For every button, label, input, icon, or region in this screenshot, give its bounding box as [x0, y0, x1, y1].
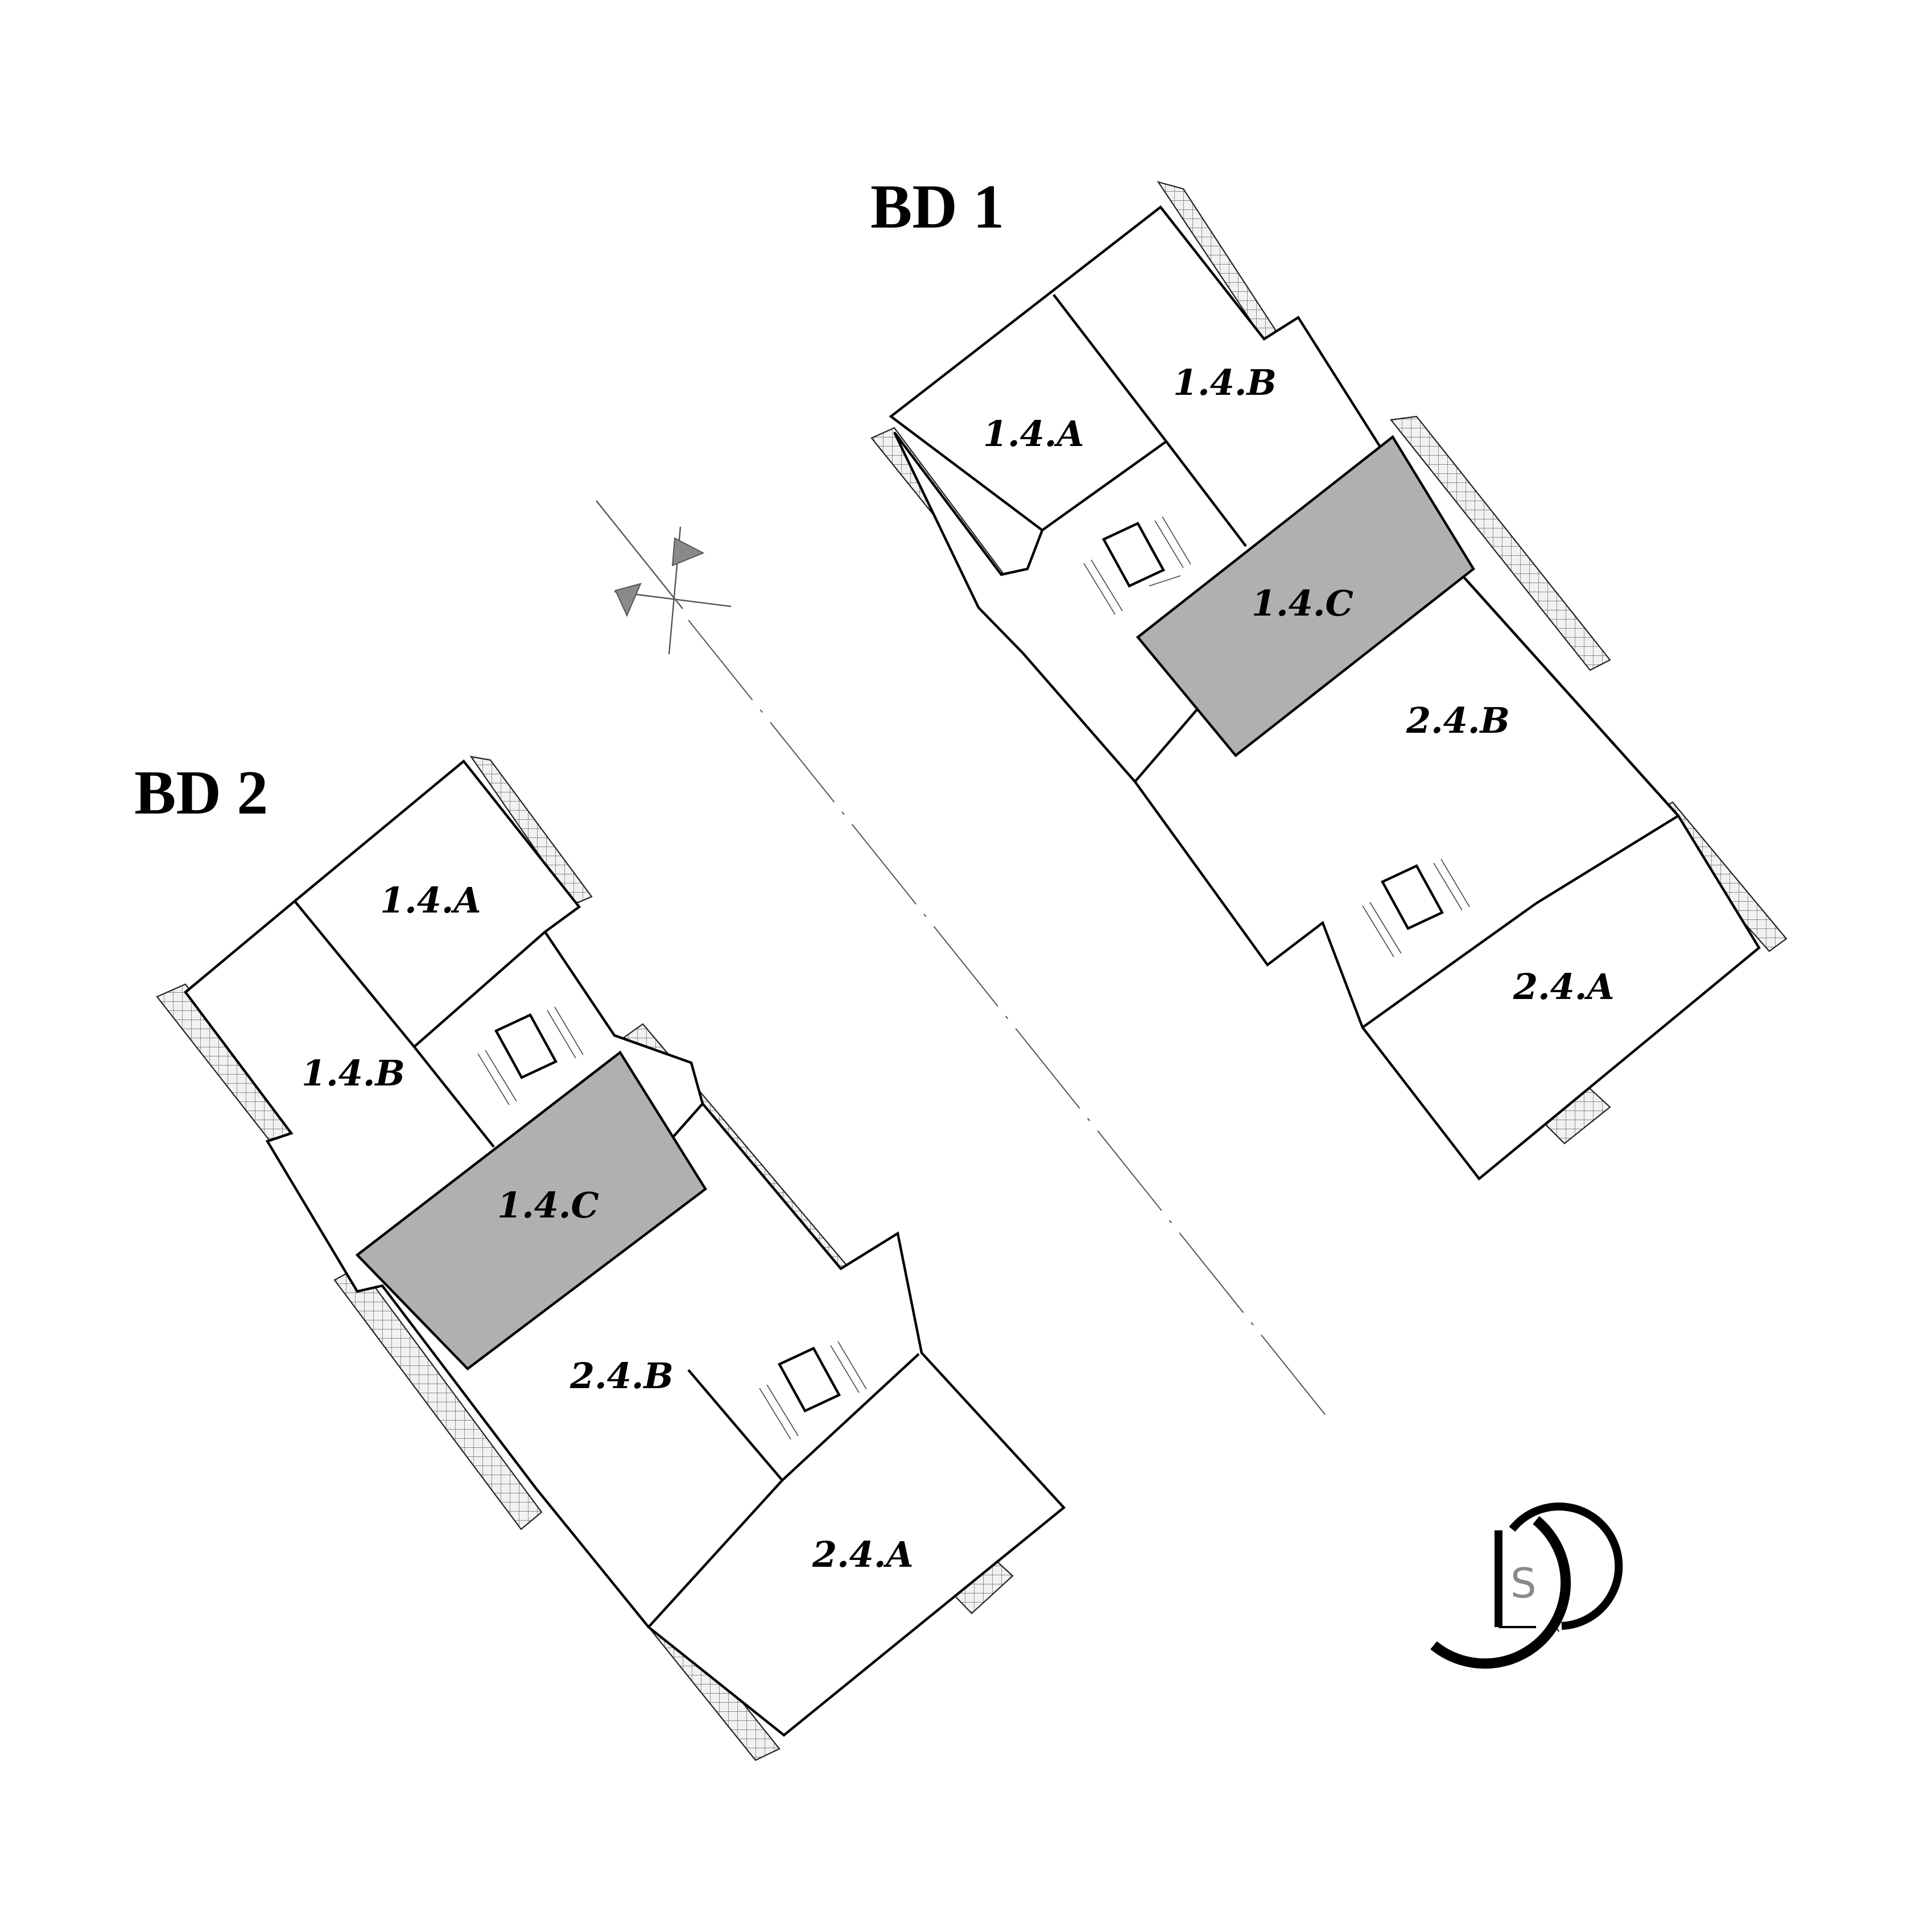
bd1-label-1.4.A: 1.4.A — [983, 413, 1084, 455]
bd1-balcony-mid-right — [1389, 415, 1611, 671]
logo-letters: S — [1510, 1559, 1537, 1607]
bd1-label-1.4.B: 1.4.B — [1173, 362, 1277, 403]
north-arrow-icon — [596, 500, 732, 655]
bd2-stair-core-upper — [477, 1006, 584, 1105]
bd2-label-1.4.A: 1.4.A — [380, 880, 481, 921]
bd1-stair-core-lower — [1362, 858, 1470, 957]
bd1-label-2.4.A: 2.4.A — [1513, 966, 1615, 1008]
bd1-label-2.4.B: 2.4.B — [1406, 700, 1510, 741]
bd1-outline — [889, 205, 1761, 1181]
bd1-label-1.4.C: 1.4.C — [1252, 583, 1353, 624]
site-axis-line — [688, 620, 1332, 1423]
bd2-label-2.4.B: 2.4.B — [569, 1355, 674, 1397]
building-bd2: BD 2 1.4.A 1.4.B 1.4.C 2.4.B 2.4.A — [134, 756, 1066, 1761]
bd2-unit-1.4.C[interactable] — [355, 1050, 707, 1370]
bd2-label-2.4.A: 2.4.A — [812, 1534, 914, 1575]
bd2-stair-core-lower — [759, 1341, 867, 1440]
bd1-unit-1.4.C[interactable] — [1136, 435, 1475, 758]
bd2-label-1.4.B: 1.4.B — [302, 1052, 405, 1094]
bd1-stair-core-upper — [1083, 516, 1191, 615]
logo-mark: S — [1430, 1502, 1623, 1669]
bd2-label-1.4.C: 1.4.C — [497, 1184, 599, 1226]
building-bd1: BD 1 1.4.A 1.4.B 1.4.C 2.4.B 2.4.A — [870, 172, 1787, 1181]
bd2-title: BD 2 — [134, 758, 268, 827]
bd1-title: BD 1 — [870, 172, 1004, 241]
